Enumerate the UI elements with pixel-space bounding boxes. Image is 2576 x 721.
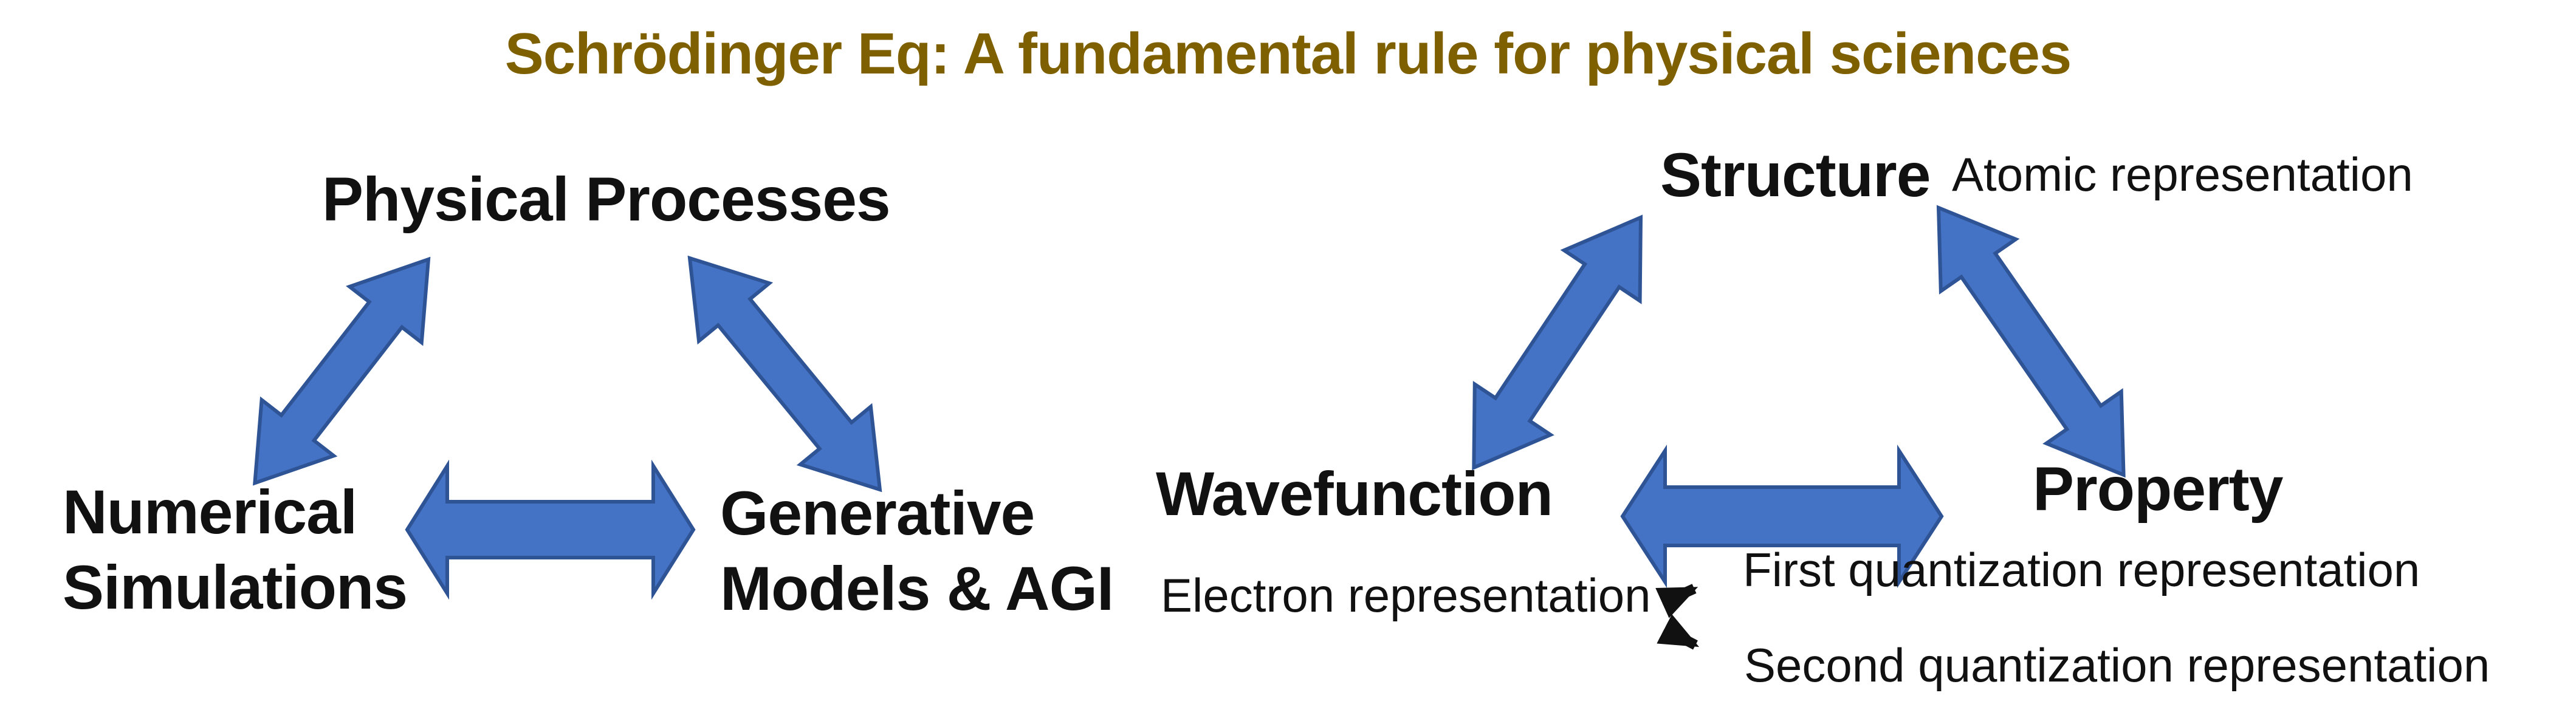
- branch-arrow-icon-first-quantization: [1655, 584, 1698, 618]
- node-numerical-simulations-line1: Numerical: [63, 477, 357, 547]
- annotation-atomic-representation: Atomic representation: [1952, 148, 2413, 201]
- annotation-electron-representation: Electron representation: [1161, 569, 1651, 622]
- node-wavefunction: Wavefunction: [1156, 459, 1553, 528]
- node-generative-models-agi-line1: Generative: [720, 479, 1035, 548]
- double-arrow-icon-physical-generative: [687, 255, 882, 493]
- branch-arrow-icon-second-quantization: [1657, 614, 1700, 650]
- node-property: Property: [2033, 454, 2283, 524]
- double-arrow-icon-structure-property: [1936, 205, 2126, 478]
- slide-title: Schrödinger Eq: A fundamental rule for p…: [504, 21, 2072, 86]
- node-numerical-simulations: Numerical Simulations: [63, 474, 408, 626]
- node-structure: Structure: [1660, 140, 1931, 210]
- annotation-first-quantization: First quantization representation: [1743, 543, 2420, 596]
- double-arrow-icon-numerical-generative: [405, 459, 696, 600]
- node-physical-processes: Physical Processes: [322, 165, 891, 234]
- node-generative-models-agi-line2: Models & AGI: [720, 554, 1114, 624]
- double-arrow-icon-wavefunction-property: [1620, 444, 1944, 589]
- annotation-second-quantization: Second quantization representation: [1744, 638, 2490, 692]
- double-arrow-icon-structure-wavefunction: [1472, 214, 1643, 471]
- node-generative-models-agi: Generative Models & AGI: [720, 476, 1114, 627]
- node-numerical-simulations-line2: Simulations: [63, 553, 408, 623]
- double-arrow-icon-physical-numerical: [253, 256, 431, 486]
